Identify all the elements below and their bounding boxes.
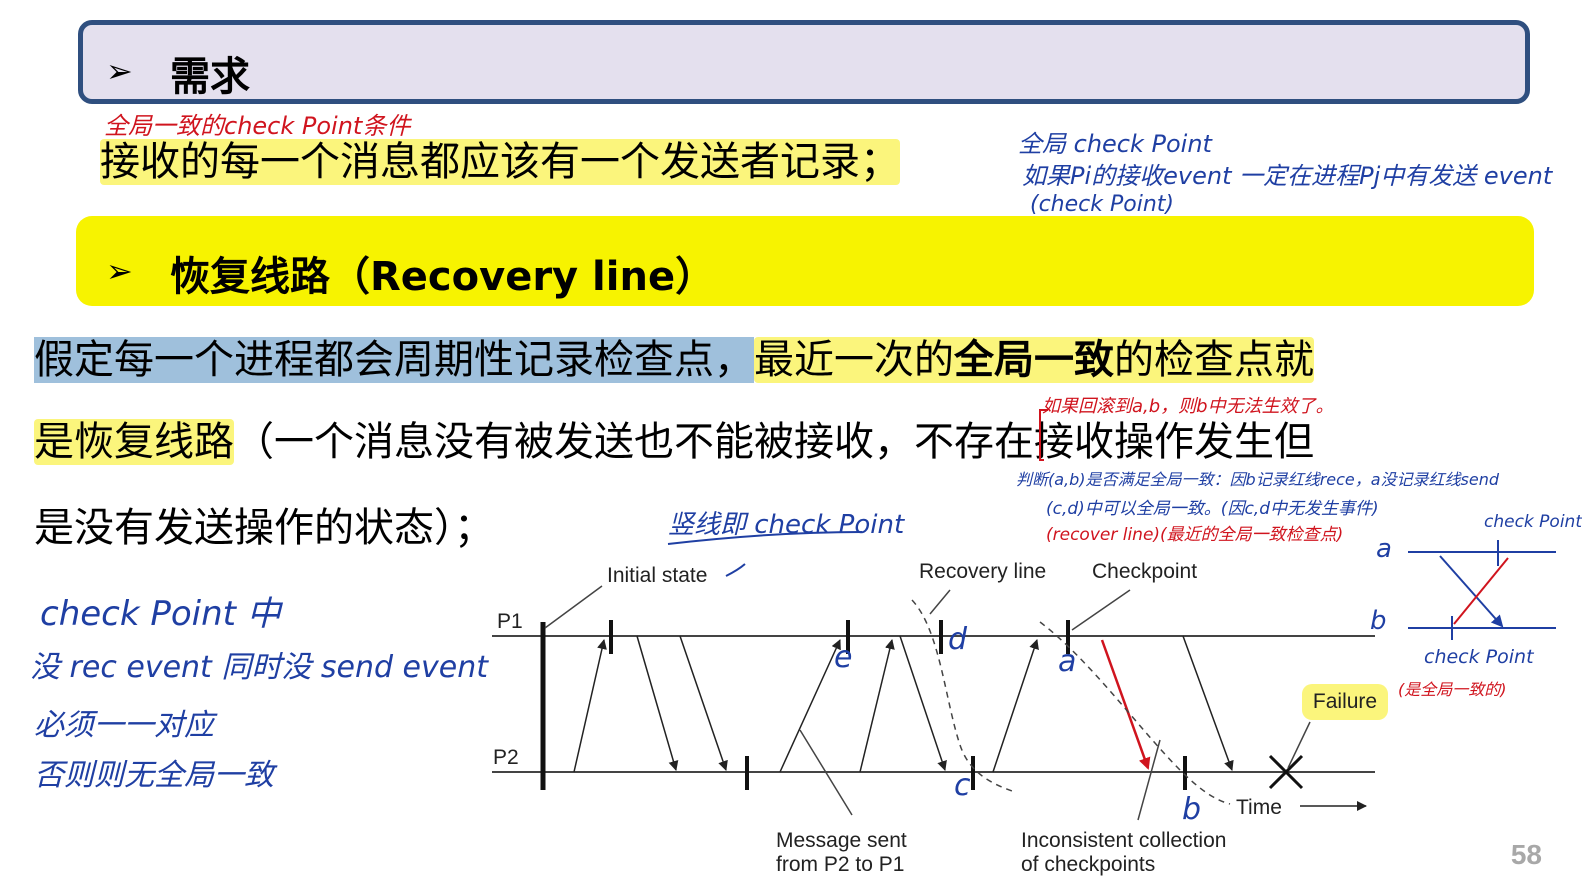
highlight-periodic-checkpoint: 假定每一个进程都会周期性记录检查点， bbox=[34, 337, 754, 383]
requirement-header-box bbox=[78, 20, 1530, 104]
annotation-global-checkpoint-condition: 全局一致的check Point条件 bbox=[104, 112, 411, 140]
annotation-left-checkpoint: check Point 中 bbox=[40, 594, 281, 634]
message-p2-to-p1-4 bbox=[992, 639, 1039, 773]
message-p1-to-p2-3 bbox=[899, 635, 947, 771]
annotation-sketch-a: a bbox=[1376, 534, 1392, 564]
inconsistent-checkpoints-curve bbox=[1039, 621, 1231, 805]
text-line-periodic-checkpoint: 假定每一个进程都会周期性记录检查点，最近一次的全局一致的检查点就 bbox=[34, 336, 1314, 384]
highlight-most-recent: 最近一次的全局一致的检查点就 bbox=[754, 336, 1314, 383]
recovery-line-header-bar bbox=[76, 216, 1534, 306]
text-global-consistent: 全局一致 bbox=[954, 336, 1114, 383]
sketch-message-down bbox=[1439, 555, 1504, 628]
label-inconsistent-collection: Inconsistent collection bbox=[1021, 829, 1227, 852]
annotation-sketch-note: (是全局一致的) bbox=[1398, 680, 1507, 699]
highlight-sender-record: 接收的每一个消息都应该有一个发送者记录； bbox=[100, 139, 900, 185]
annotation-sketch-cp-top: check Point bbox=[1484, 512, 1582, 532]
label-from-p2-to-p1: from P2 to P1 bbox=[776, 853, 905, 876]
annotation-letter-d: d bbox=[948, 622, 968, 657]
sketch-message-red bbox=[1453, 557, 1509, 625]
label-failure: Failure bbox=[1302, 684, 1388, 720]
label-of-checkpoints: of checkpoints bbox=[1021, 853, 1156, 876]
message-p1-to-p2-1 bbox=[636, 635, 679, 771]
text-message-not-sent: （一个消息没有被发送也不能被接收， bbox=[234, 419, 914, 465]
text-most-recent: 最近一次的 bbox=[754, 337, 954, 383]
label-recovery-line: Recovery line bbox=[919, 560, 1047, 583]
message-p1-to-p2-2 bbox=[679, 635, 728, 771]
text-line-recovery-definition: 是恢复线路（一个消息没有被发送也不能被接收，不存在接收操作发生但 bbox=[34, 418, 1314, 466]
recovery-line-pointer bbox=[929, 589, 951, 615]
heading-requirement: 需求 bbox=[170, 54, 250, 100]
annotation-sketch-b: b bbox=[1370, 606, 1387, 636]
message-p2-to-p1-1 bbox=[573, 639, 607, 773]
label-p1: P1 bbox=[497, 610, 523, 633]
initial-state-pointer bbox=[544, 585, 603, 629]
highlight-recovery-line: 是恢复线路 bbox=[34, 419, 234, 465]
annotation-check-point-paren: (check Point) bbox=[1030, 192, 1174, 217]
message-p1-to-p2-red bbox=[1100, 639, 1151, 770]
label-checkpoint: Checkpoint bbox=[1092, 560, 1198, 583]
annotation-judge-ab: 判断(a,b)是否满足全局一致：因b记录红线rece，a没记录红线send bbox=[1016, 470, 1500, 489]
bullet-arrow-icon-2: ➢ bbox=[106, 252, 133, 290]
text-line-sender-record: 接收的每一个消息都应该有一个发送者记录； bbox=[100, 138, 900, 186]
annotation-left-otherwise: 否则则无全局一致 bbox=[34, 758, 274, 793]
failure-pointer bbox=[1287, 721, 1311, 769]
annotation-underline-blue bbox=[667, 531, 863, 545]
checkpoint-pointer bbox=[1071, 589, 1131, 631]
annotation-letter-c: c bbox=[954, 768, 971, 803]
annotation-rollback-ab: 如果回滚到a,b，则b中无法生效了。 bbox=[1042, 396, 1334, 417]
annotation-initial-state-hook bbox=[725, 563, 746, 577]
page-number: 58 bbox=[1510, 839, 1542, 870]
label-time: Time bbox=[1236, 796, 1282, 819]
label-message-sent: Message sent bbox=[776, 829, 907, 852]
annotation-receive-send-rule: 如果Pi的接收event 一定在进程Pj中有发送 event bbox=[1022, 162, 1553, 190]
annotation-left-one-to-one: 必须一一对应 bbox=[34, 708, 214, 743]
annotation-letter-e: e bbox=[834, 640, 853, 675]
recovery-line-curve bbox=[911, 599, 1016, 793]
message-p1-to-p2-4 bbox=[1182, 635, 1234, 771]
text-no-receive-state: 不存在接收操作发生但 bbox=[914, 419, 1314, 465]
annotation-red-bracket bbox=[1039, 409, 1048, 461]
annotation-cd-consistent: (c,d)中可以全局一致。(因c,d中无发生事件) bbox=[1046, 499, 1379, 519]
annotation-sketch-cp-bottom: check Point bbox=[1424, 646, 1534, 668]
annotation-global-checkpoint: 全局 check Point bbox=[1018, 130, 1212, 158]
heading-recovery-line: 恢复线路（Recovery line） bbox=[170, 254, 716, 300]
message-sent-pointer bbox=[799, 729, 853, 816]
annotation-letter-b: b bbox=[1182, 792, 1202, 827]
message-p2-to-p1-3 bbox=[859, 639, 895, 773]
annotation-recover-line-note: (recover line)(最近的全局一致检查点) bbox=[1046, 525, 1344, 545]
annotation-letter-a: a bbox=[1058, 644, 1077, 679]
annotation-left-no-rec-send: 没 rec event 同时没 send event bbox=[30, 650, 488, 685]
bullet-arrow-icon: ➢ bbox=[106, 52, 133, 90]
text-checkpoint-is: 的检查点就 bbox=[1114, 337, 1314, 383]
text-line-no-send-state: 是没有发送操作的状态）； bbox=[34, 505, 494, 551]
message-p2-to-p1-2 bbox=[779, 639, 841, 773]
inconsistent-pointer bbox=[1137, 739, 1161, 821]
label-p2: P2 bbox=[493, 746, 519, 769]
failure-x-2 bbox=[1268, 754, 1304, 790]
label-initial-state: Initial state bbox=[607, 564, 708, 587]
